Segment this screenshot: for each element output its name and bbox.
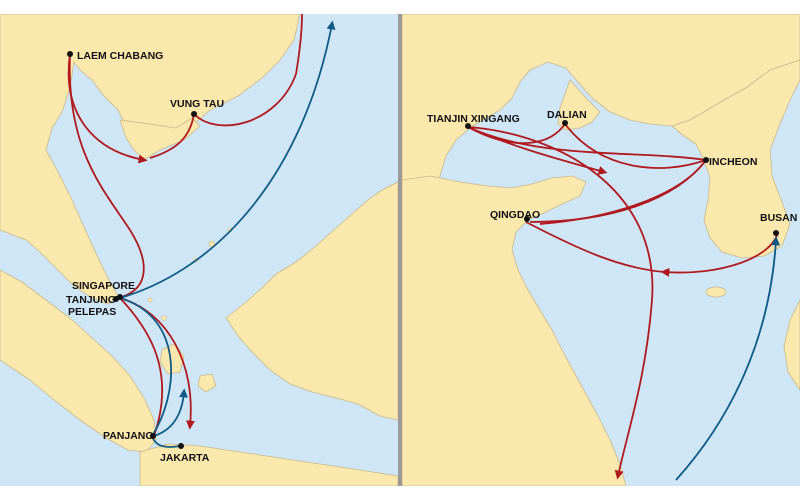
liaodong-peninsula xyxy=(557,79,601,131)
route-blue xyxy=(119,20,336,299)
route-red xyxy=(193,14,303,127)
route-red xyxy=(119,297,164,437)
route-red xyxy=(467,126,654,480)
bangka-island xyxy=(159,343,185,375)
port-label-pelepas: PELEPAS xyxy=(68,306,116,318)
route-red xyxy=(68,53,145,299)
port-dot-vung-tau xyxy=(191,111,197,117)
korea-land xyxy=(671,59,800,259)
java-land xyxy=(139,443,398,486)
left-map: LAEM CHABANG VUNG TAU SINGAPORE TANJUNG … xyxy=(0,14,398,486)
right-map: TIANJIN XINGANG DALIAN INCHEON QINGDAO B… xyxy=(402,14,800,486)
vietnam-south xyxy=(119,117,201,161)
port-dot-busan xyxy=(773,230,779,236)
shandong-china-coast xyxy=(402,175,627,486)
island xyxy=(161,315,167,321)
route-red xyxy=(539,159,707,225)
borneo-land xyxy=(225,181,398,421)
island xyxy=(147,297,153,303)
port-dot-qingdao xyxy=(524,216,530,222)
route-blue xyxy=(153,388,189,437)
route-red xyxy=(525,221,665,273)
route-red xyxy=(564,123,707,169)
route-red xyxy=(467,126,707,161)
route-red xyxy=(67,53,148,164)
belitung-island xyxy=(197,373,217,393)
port-dot-tanjung-pelepas xyxy=(113,296,119,302)
port-dot-tianjin-xingang xyxy=(465,123,471,129)
port-label-incheon: INCHEON xyxy=(709,156,757,168)
port-label-panjang: PANJANG xyxy=(103,430,154,442)
route-blue xyxy=(119,297,173,437)
jeju-island xyxy=(705,286,727,298)
port-label-qingdao: QINGDAO xyxy=(490,209,540,221)
port-label-tanjung: TANJUNG xyxy=(66,294,116,306)
port-label-jakarta: JAKARTA xyxy=(160,452,210,464)
port-label-vung-tau: VUNG TAU xyxy=(170,98,224,110)
port-label-tianjin-xingang: TIANJIN XINGANG xyxy=(427,113,520,125)
japan-land xyxy=(783,299,800,391)
port-label-busan: BUSAN xyxy=(760,212,797,224)
route-red xyxy=(149,113,195,159)
port-dot-jakarta xyxy=(178,443,184,449)
port-label-laem-chabang: LAEM CHABANG xyxy=(77,50,163,62)
map-divider xyxy=(398,14,402,486)
port-label-singapore: SINGAPORE xyxy=(72,280,135,292)
port-dot-dalian xyxy=(562,120,568,126)
indochina-land xyxy=(0,14,301,305)
port-dot-panjang xyxy=(150,433,156,439)
port-label-dalian: DALIAN xyxy=(547,109,587,121)
route-blue xyxy=(675,236,781,481)
port-dot-laem-chabang xyxy=(67,51,73,57)
port-dot-incheon xyxy=(703,157,709,163)
